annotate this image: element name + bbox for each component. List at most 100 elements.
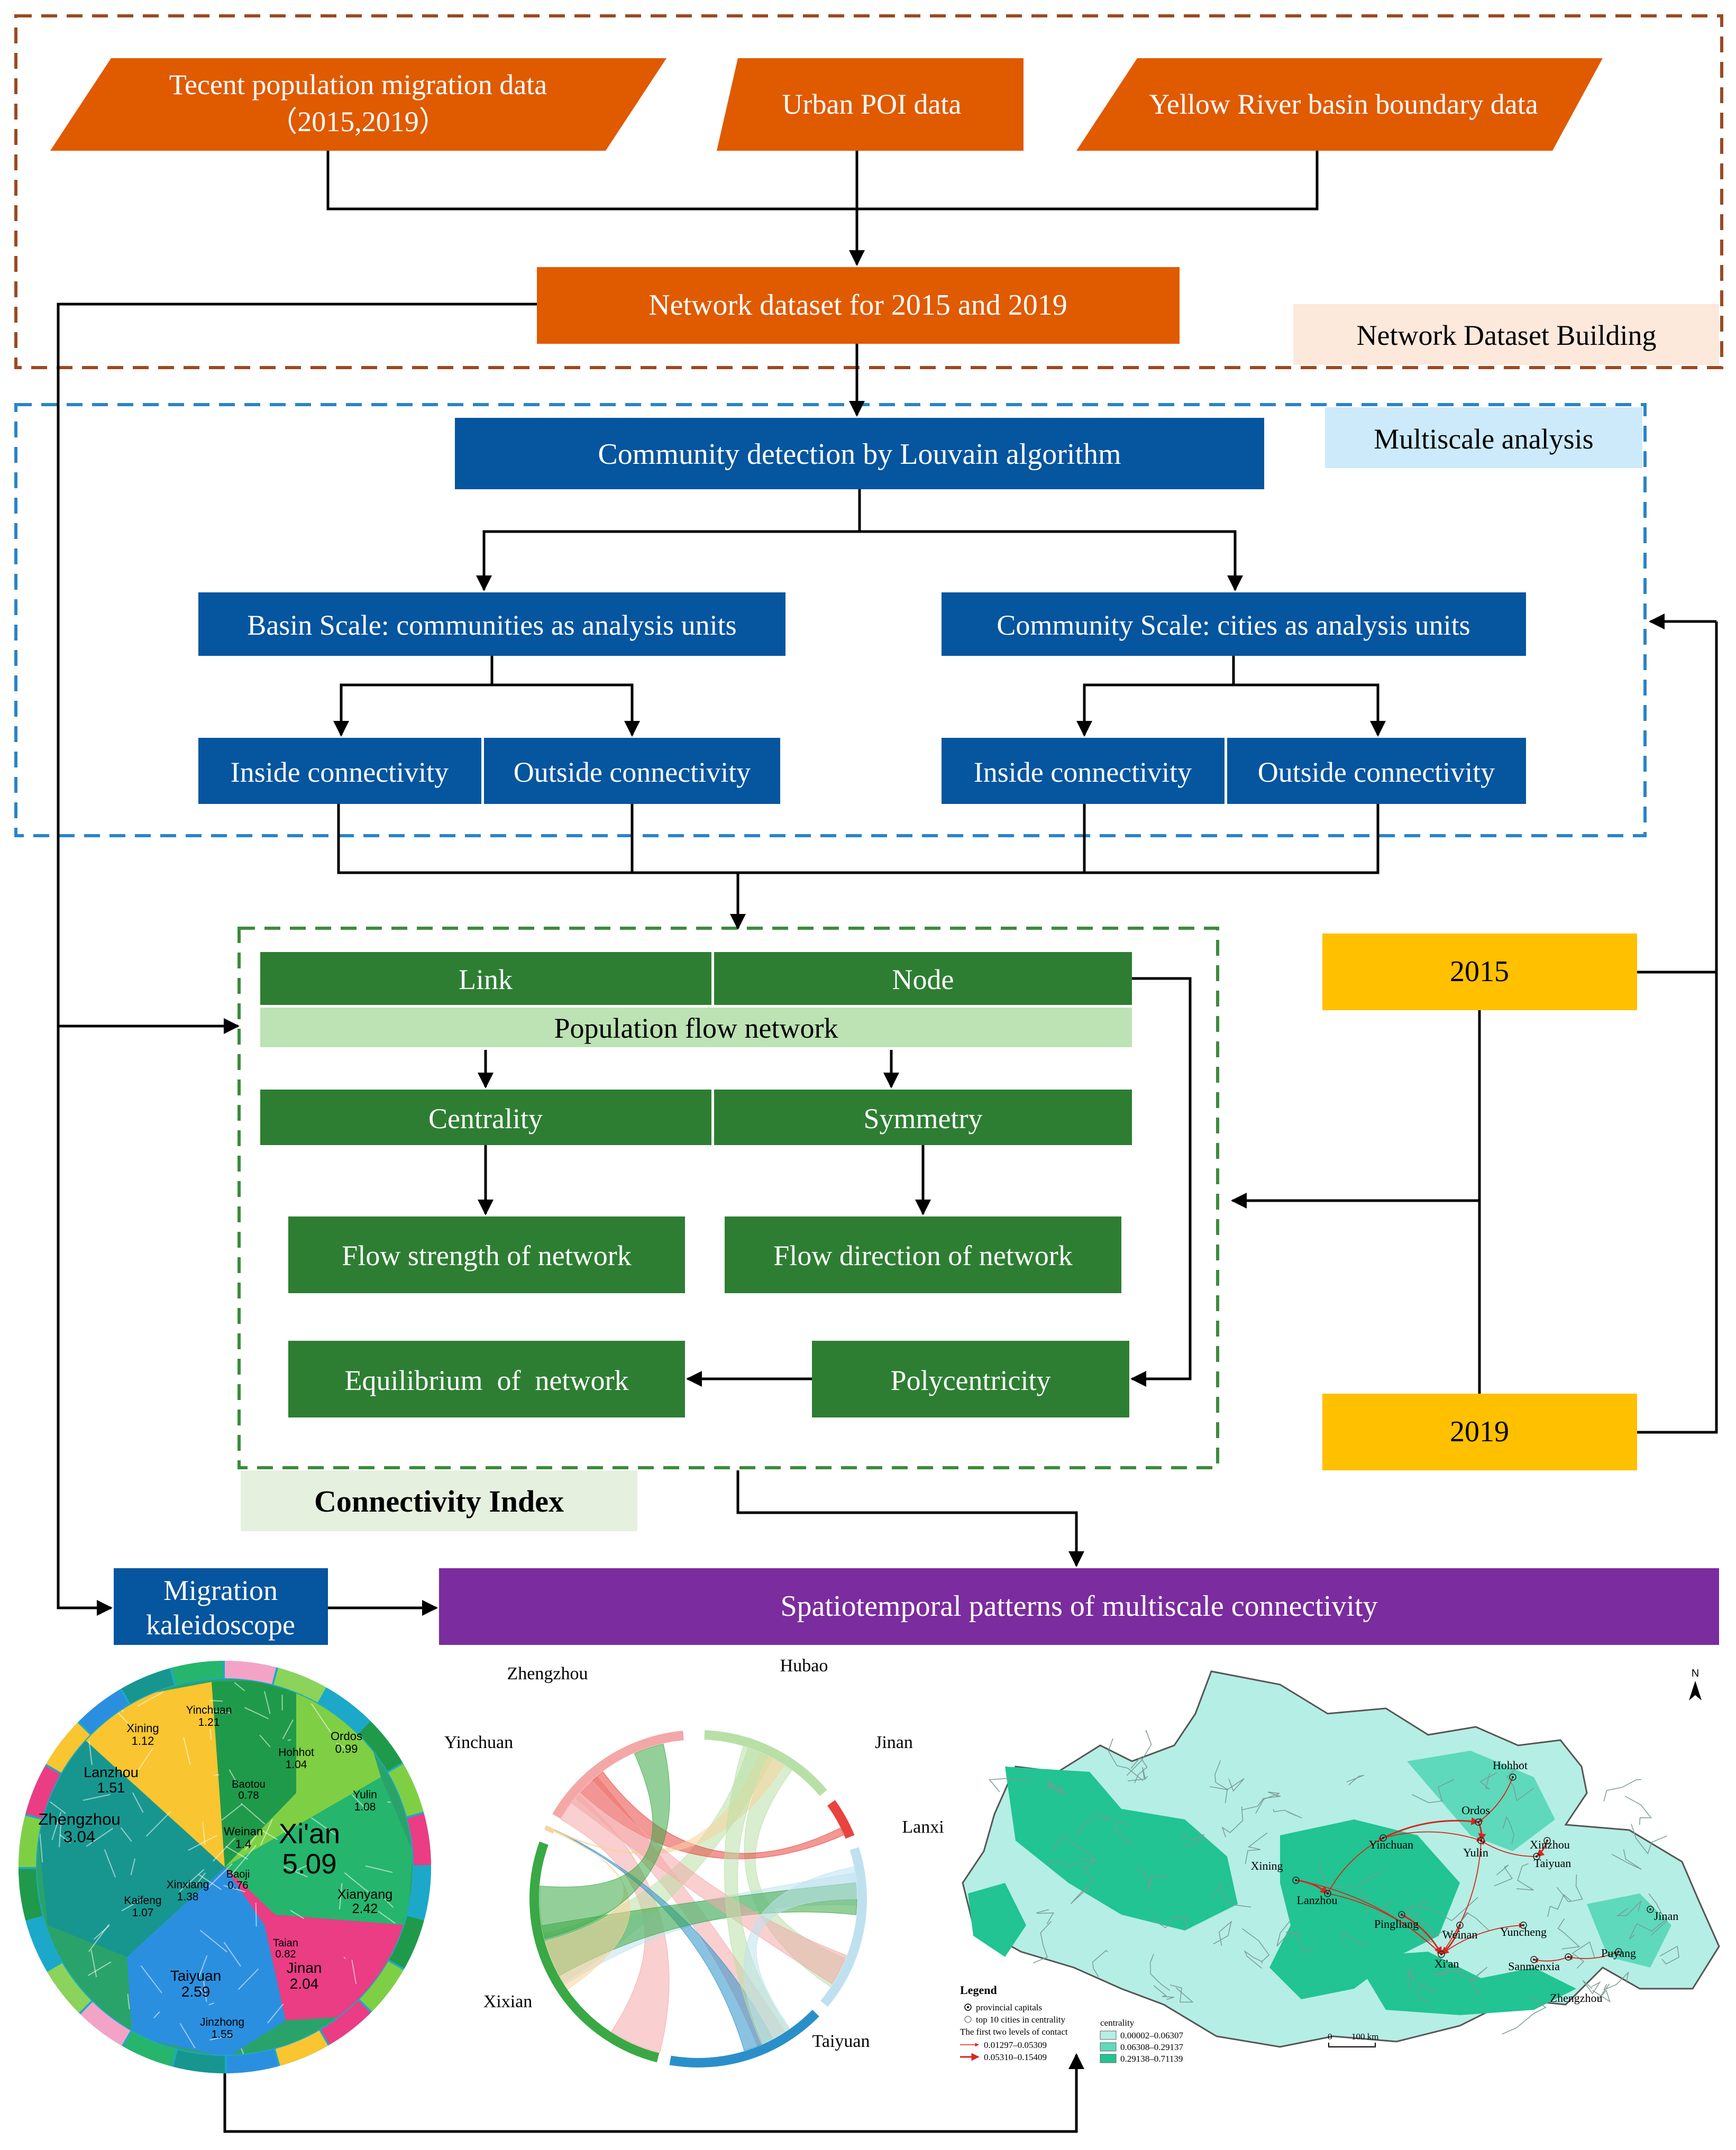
basin-inside-label: Inside connectivity xyxy=(231,756,449,788)
kaleidoscope-city-name: Baotou xyxy=(232,1779,265,1790)
map-city-boundaries xyxy=(989,1730,1680,2035)
map-city-marker-center xyxy=(1382,1837,1384,1839)
kaleidoscope-cell-edge xyxy=(88,1924,110,1952)
connectivity-index-label: Connectivity Index xyxy=(314,1484,564,1518)
north-arrow-icon xyxy=(1689,1681,1702,1700)
map-city-label: Xi'an xyxy=(1435,1957,1459,1970)
kaleidoscope-labels: Xi'an5.09Zhengzhou3.04Taiyuan2.59Xianyan… xyxy=(38,1704,392,2041)
kaleido-region-pink xyxy=(225,1867,407,2020)
kaleidoscope-ring-segment xyxy=(273,1668,326,1703)
chord-group-label: Yinchuan xyxy=(444,1733,513,1752)
map-city-boundary xyxy=(1346,1774,1364,1786)
flow-strength-label: Flow strength of network xyxy=(342,1240,631,1271)
map-city-boundary xyxy=(1502,1816,1514,1845)
map-city-boundary xyxy=(1108,1738,1144,1781)
kaleidoscope-city-name: Xinxiang xyxy=(167,1879,209,1891)
map-city-boundary xyxy=(1255,1791,1281,1814)
kaleidoscope-ring-segment xyxy=(122,1668,175,1704)
chord-ribbon xyxy=(571,1780,847,1984)
map-flow-line xyxy=(1383,1817,1479,1839)
kaleidoscope-cell-edge xyxy=(223,1942,241,1967)
kaleidoscope-cell-edge xyxy=(310,1817,336,1835)
map-city-marker xyxy=(1543,1837,1551,1844)
kaleidoscope-cell-edge xyxy=(51,1812,62,1841)
kaleidoscope-cell-edge xyxy=(209,1700,223,1702)
equilibrium-box xyxy=(288,1341,685,1417)
polycentricity-box xyxy=(812,1341,1129,1417)
multiscale-tag xyxy=(1325,407,1642,468)
map-city-boundary xyxy=(1660,1945,1680,1965)
map-city-marker-center xyxy=(1480,1840,1482,1842)
connectivity-index-tag xyxy=(241,1470,637,1531)
connector xyxy=(326,151,1319,211)
map-city-marker xyxy=(1456,1922,1464,1929)
kaleidoscope-ring-segment xyxy=(407,1814,431,1865)
map-city-label: Hohhot xyxy=(1493,1759,1528,1772)
map-city-boundary xyxy=(1356,1870,1384,1916)
connector xyxy=(333,656,494,737)
kaleidoscope-ring-segment xyxy=(225,1661,277,1685)
map-city-marker xyxy=(1530,1956,1538,1963)
map-high-region-southwest xyxy=(968,1883,1026,1957)
basin-outside-label: Outside connectivity xyxy=(514,756,751,788)
map-city-boundary xyxy=(1242,1928,1270,1964)
legend-flow-level-2: 0.05310–0.15409 xyxy=(984,2052,1047,2062)
boundary-data-input xyxy=(1076,58,1603,151)
provincial-capital-icon xyxy=(964,2003,972,2011)
map-city-boundary xyxy=(1127,1767,1148,1782)
kaleidoscope-ring-segment xyxy=(275,2030,328,2066)
kaleidoscope-city-name: Xi'an xyxy=(279,1818,340,1850)
map-city-marker xyxy=(1292,1877,1300,1884)
chord-group-label: Zhengzhou xyxy=(507,1664,588,1684)
kaleidoscope-cell-edge xyxy=(59,1834,71,1844)
map-flow-line xyxy=(1441,1923,1524,1955)
connector xyxy=(736,1470,1084,1567)
connector xyxy=(1130,977,1192,1387)
connector xyxy=(1076,656,1235,737)
flow-direction-label: Flow direction of network xyxy=(773,1240,1072,1271)
symmetry-label: Symmetry xyxy=(864,1103,983,1135)
map-city-boundary xyxy=(1408,1967,1414,1989)
migration-kaleidoscope-label-2: kaleidoscope xyxy=(146,1609,295,1641)
kaleidoscope-cell-edge xyxy=(209,1728,212,1740)
kaleidoscope-city-name: Lanzhou xyxy=(84,1764,139,1780)
dataset-building-label: Network Dataset Building xyxy=(1357,319,1657,351)
kaleidoscope-cell-edge xyxy=(343,1956,346,1959)
kaleidoscope-city-name: Yulin xyxy=(353,1789,377,1801)
kaleidoscope-cell-edge xyxy=(120,1827,132,1842)
connector xyxy=(860,530,1243,591)
kaleidoscope-ring-segment xyxy=(80,2001,131,2046)
kaleidoscope-ring-segment xyxy=(321,2000,371,2045)
kaleidoscope-cell-edge xyxy=(88,1741,93,1765)
centrality-box xyxy=(260,1090,711,1145)
scale-bar xyxy=(1328,2043,1376,2047)
kaleidoscope-ring-segments xyxy=(19,1661,431,2073)
scale-bar-label: 100 km xyxy=(1351,2032,1378,2042)
map-flow-line xyxy=(1536,1840,1548,1858)
map-city-boundary xyxy=(1397,1913,1433,1930)
legend-provincial-capitals: provincial capitals xyxy=(976,2002,1042,2012)
map-mid-region-north xyxy=(1407,1751,1555,1851)
map-city-boundary xyxy=(1494,1864,1513,1887)
kaleidoscope-cell-edge xyxy=(127,1993,130,2009)
map-city-boundary xyxy=(1092,1950,1108,1978)
kaleidoscope-city-value: 0.99 xyxy=(335,1742,358,1755)
map-flow-line xyxy=(1478,1777,1513,1823)
kaleidoscope-cell-edge xyxy=(183,1737,191,1765)
map-city-boundary xyxy=(1592,1983,1611,2003)
map-city-boundary xyxy=(1631,1824,1667,1855)
map-city-boundary xyxy=(1036,1909,1054,1925)
community-scale-label: Community Scale: cities as analysis unit… xyxy=(997,609,1470,641)
network-dataset-label: Network dataset for 2015 and 2019 xyxy=(648,289,1067,322)
map-city-marker-center xyxy=(1536,1855,1538,1858)
kaleidoscope-cell-edge xyxy=(244,1833,258,1851)
map-city-marker-center xyxy=(1477,1821,1479,1823)
map-city-boundary xyxy=(1629,1920,1666,1939)
map-city-label: Yinchuan xyxy=(1369,1838,1413,1851)
map-city-marker-center xyxy=(1327,1892,1329,1895)
kaleido-region-yellow xyxy=(79,1682,243,1867)
map-city-boundary xyxy=(1479,1772,1497,1790)
kaleidoscope-ring-segment xyxy=(26,1917,61,1970)
map-city-marker-center xyxy=(1459,1924,1461,1926)
kaleidoscope-cell-edge xyxy=(197,1955,208,1981)
